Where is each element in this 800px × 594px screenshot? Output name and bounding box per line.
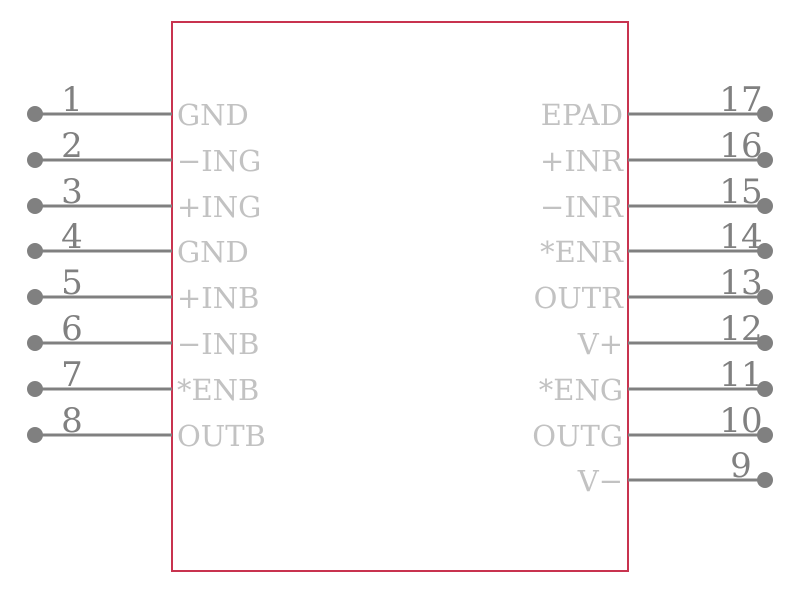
pin-name: *ENB [177, 373, 259, 407]
pin-name: +INR [540, 144, 624, 178]
pin-endpoint-dot [757, 427, 773, 443]
pin-14: 14 *ENR [540, 217, 773, 269]
pin-3: 3 +ING [27, 172, 261, 224]
pin-15: 15 −INR [540, 172, 773, 224]
pin-6: 6 −INB [27, 309, 259, 361]
pin-17: 17 EPAD [541, 80, 773, 132]
pin-endpoint-dot [27, 152, 43, 168]
pin-number: 12 [719, 309, 762, 349]
pin-11: 11 *ENG [539, 355, 773, 407]
pin-endpoint-dot [757, 381, 773, 397]
pin-endpoint-dot [757, 472, 773, 488]
pin-name: GND [177, 98, 249, 132]
pin-number: 13 [719, 263, 762, 303]
pin-endpoint-dot [757, 152, 773, 168]
pin-number: 10 [719, 401, 762, 441]
pin-endpoint-dot [27, 381, 43, 397]
pin-1: 1 GND [27, 80, 249, 132]
pin-number: 14 [719, 217, 762, 257]
pin-name: −ING [177, 144, 261, 178]
pin-13: 13 OUTR [534, 263, 773, 315]
pin-name: OUTR [534, 281, 625, 315]
pin-name: V+ [577, 327, 623, 361]
right-pin-group: 17 EPAD 16 +INR 15 −INR 14 *ENR 13 OUTR 12 V+ 11 *ENG… [532, 80, 773, 498]
pin-name: V− [577, 464, 623, 498]
pin-4: 4 GND [27, 217, 249, 269]
pin-2: 2 −ING [27, 126, 261, 178]
pin-name: *ENR [540, 235, 624, 269]
pin-10: 10 OUTG [532, 401, 773, 453]
pin-number: 17 [719, 80, 762, 120]
pin-name: *ENG [539, 373, 623, 407]
pin-number: 16 [719, 126, 762, 166]
pin-9: 9 V− [577, 446, 773, 498]
pin-number: 8 [61, 401, 83, 441]
pin-name: OUTB [177, 419, 266, 453]
pin-name: −INB [177, 327, 259, 361]
pin-endpoint-dot [27, 289, 43, 305]
pin-number: 2 [61, 126, 83, 166]
pin-name: GND [177, 235, 249, 269]
pin-number: 4 [61, 217, 83, 257]
pin-endpoint-dot [27, 335, 43, 351]
pin-number: 9 [730, 446, 752, 486]
pin-5: 5 +INB [27, 263, 259, 315]
pin-endpoint-dot [757, 198, 773, 214]
pin-16: 16 +INR [540, 126, 773, 178]
pin-endpoint-dot [27, 106, 43, 122]
pin-12: 12 V+ [577, 309, 773, 361]
pin-7: 7 *ENB [27, 355, 259, 407]
pin-number: 15 [719, 172, 762, 212]
pin-name: OUTG [532, 419, 623, 453]
pin-endpoint-dot [757, 335, 773, 351]
pin-endpoint-dot [757, 289, 773, 305]
pin-name: EPAD [541, 98, 623, 132]
pin-endpoint-dot [757, 243, 773, 259]
pin-name: −INR [540, 190, 624, 224]
pin-number: 11 [719, 355, 762, 395]
pin-number: 1 [61, 80, 83, 120]
pin-endpoint-dot [27, 427, 43, 443]
pin-endpoint-dot [27, 198, 43, 214]
pin-number: 3 [61, 172, 83, 212]
pin-number: 6 [61, 309, 83, 349]
pin-number: 7 [61, 355, 83, 395]
pin-name: +ING [177, 190, 261, 224]
pin-endpoint-dot [27, 243, 43, 259]
pin-number: 5 [61, 263, 83, 303]
pin-endpoint-dot [757, 106, 773, 122]
pin-8: 8 OUTB [27, 401, 266, 453]
pin-name: +INB [177, 281, 259, 315]
